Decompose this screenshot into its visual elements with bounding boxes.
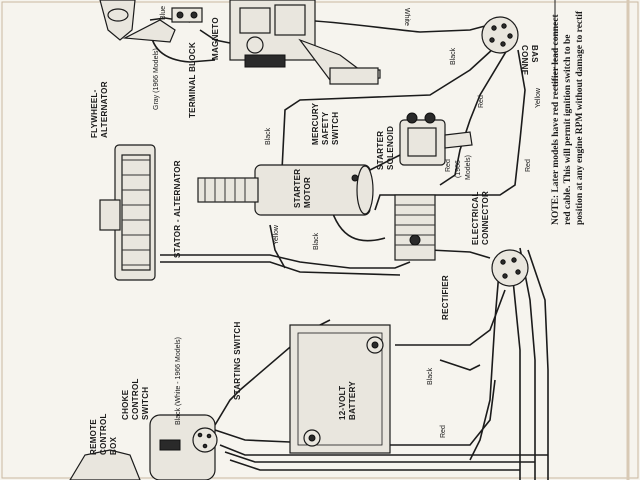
label-battery-1: 12-VOLT: [338, 386, 347, 420]
choke-knob-top: [99, 0, 176, 43]
rectifier: [394, 194, 436, 261]
label-black-1: Black: [450, 47, 457, 65]
label-starter-motor-1: STARTER: [293, 169, 302, 208]
magneto: [229, 0, 381, 81]
label-elec-connector-2: CONNECTOR: [481, 191, 490, 245]
mercury-safety-switch: [329, 67, 379, 85]
label-starter-motor-2: MOTOR: [303, 177, 312, 208]
note-line-2: red cable. This will permit ignition swi…: [563, 35, 573, 225]
note-line-1: NOTE: Later models have red rectifier le…: [551, 14, 561, 225]
label-black-4: Black: [427, 367, 434, 385]
label-red-1966-2: (1966: [455, 160, 462, 178]
label-connector-base-1: CONNE: [520, 45, 529, 76]
label-red-1966-3: Models): [465, 155, 472, 180]
remote-control-box: [69, 414, 218, 480]
label-blue: Blue: [160, 6, 167, 20]
terminal-block: [171, 7, 203, 23]
label-black-3: Black: [313, 232, 320, 250]
label-connector-base-2: BAS: [530, 45, 539, 63]
label-black-white: Black (White - 1966 Models): [175, 337, 182, 425]
harness-3: [527, 249, 549, 480]
label-red-1: Red: [478, 95, 485, 108]
wire-yellow-stator: [160, 254, 411, 269]
wire-black-top: [281, 37, 506, 171]
label-black-2: Black: [265, 127, 272, 145]
label-remote-2: CONTROL: [99, 413, 108, 455]
harness-4: [469, 259, 501, 461]
label-solenoid-1: STARTER: [376, 131, 385, 170]
label-red-2: Red: [525, 159, 532, 172]
label-gray-1966: Gray (1966 Models): [153, 48, 160, 110]
battery: [289, 324, 391, 454]
wire-yellow-right: [374, 49, 526, 211]
label-white: White: [403, 8, 410, 26]
label-yellow-2: Yellow: [535, 87, 542, 108]
wire-white: [299, 19, 501, 33]
label-choke-3: SWITCH: [141, 387, 150, 420]
harness-2: [519, 247, 536, 480]
wire-switch-battery: [214, 429, 291, 443]
label-starting-switch: STARTING SWITCH: [233, 321, 242, 400]
label-flywheel-1: FLYWHEEL-: [90, 89, 99, 138]
label-battery-2: BATTERY: [348, 381, 357, 420]
label-remote-3: BOX: [109, 436, 118, 455]
wire-red-lower: [439, 359, 481, 371]
label-elec-connector-1: ELECTRICAL: [471, 191, 480, 245]
label-choke-2: CONTROL: [131, 378, 140, 420]
label-solenoid-2: SOLENOID: [386, 126, 395, 170]
harness-bottom-1: [229, 459, 520, 471]
flywheel-alternator: [99, 144, 156, 281]
label-red-3: Red: [440, 425, 447, 438]
electrical-connector: [491, 249, 529, 287]
label-rectifier: RECTIFIER: [441, 275, 450, 320]
label-mercury-3: SWITCH: [331, 112, 340, 145]
label-red-1966-1: Red: [445, 159, 452, 172]
label-stator: STATOR - ALTERNATOR: [173, 160, 182, 258]
label-remote-1: REMOTE: [89, 419, 98, 455]
starter-motor: [197, 164, 374, 216]
label-terminal-block: TERMINAL BLOCK: [188, 42, 197, 118]
note-line-3: position at any engine RPM without damag…: [575, 10, 585, 225]
connector-base: [481, 16, 519, 54]
wire-yellow-left: [269, 224, 286, 269]
label-mercury-2: SAFETY: [321, 111, 330, 145]
label-flywheel-2: ALTERNATOR: [100, 81, 109, 138]
harness-bottom-2: [224, 451, 535, 463]
harness-bottom-3: [219, 444, 548, 456]
label-choke-1: CHOKE: [121, 389, 130, 420]
label-mercury-1: MERCURY: [311, 102, 320, 145]
label-yellow-1: Yellow: [273, 224, 280, 245]
label-magneto: MAGNETO: [211, 17, 220, 60]
starter-solenoid: [399, 112, 473, 166]
wire-harness: [149, 0, 556, 480]
wire-rect-connector: [429, 249, 491, 259]
wire-battery-black: [395, 289, 506, 346]
